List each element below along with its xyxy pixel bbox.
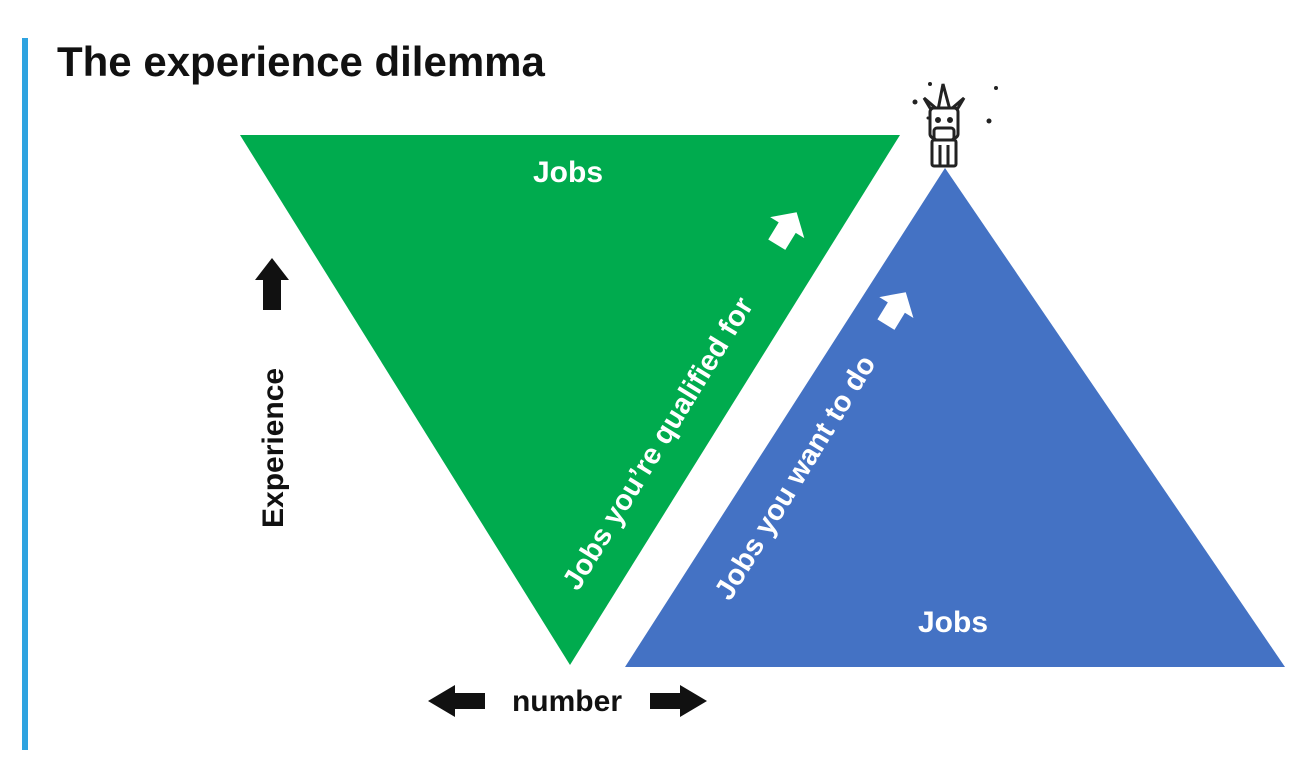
experience-axis-label: Experience: [257, 368, 290, 528]
number-axis-label: number: [512, 685, 622, 718]
blue-bottom-label: Jobs: [918, 606, 988, 639]
up-arrow-icon: [877, 292, 914, 330]
green-triangle: [240, 135, 900, 665]
accent-bar: [22, 38, 28, 750]
page-title: The experience dilemma: [57, 38, 545, 85]
up-arrow-icon: [768, 212, 805, 250]
right-arrow-icon: [650, 685, 707, 717]
unicorn-icon: [912, 82, 998, 168]
green-top-label: Jobs: [533, 156, 603, 189]
up-arrow-icon: [255, 258, 289, 310]
left-arrow-icon: [428, 685, 485, 717]
blue-triangle: [625, 168, 1285, 667]
